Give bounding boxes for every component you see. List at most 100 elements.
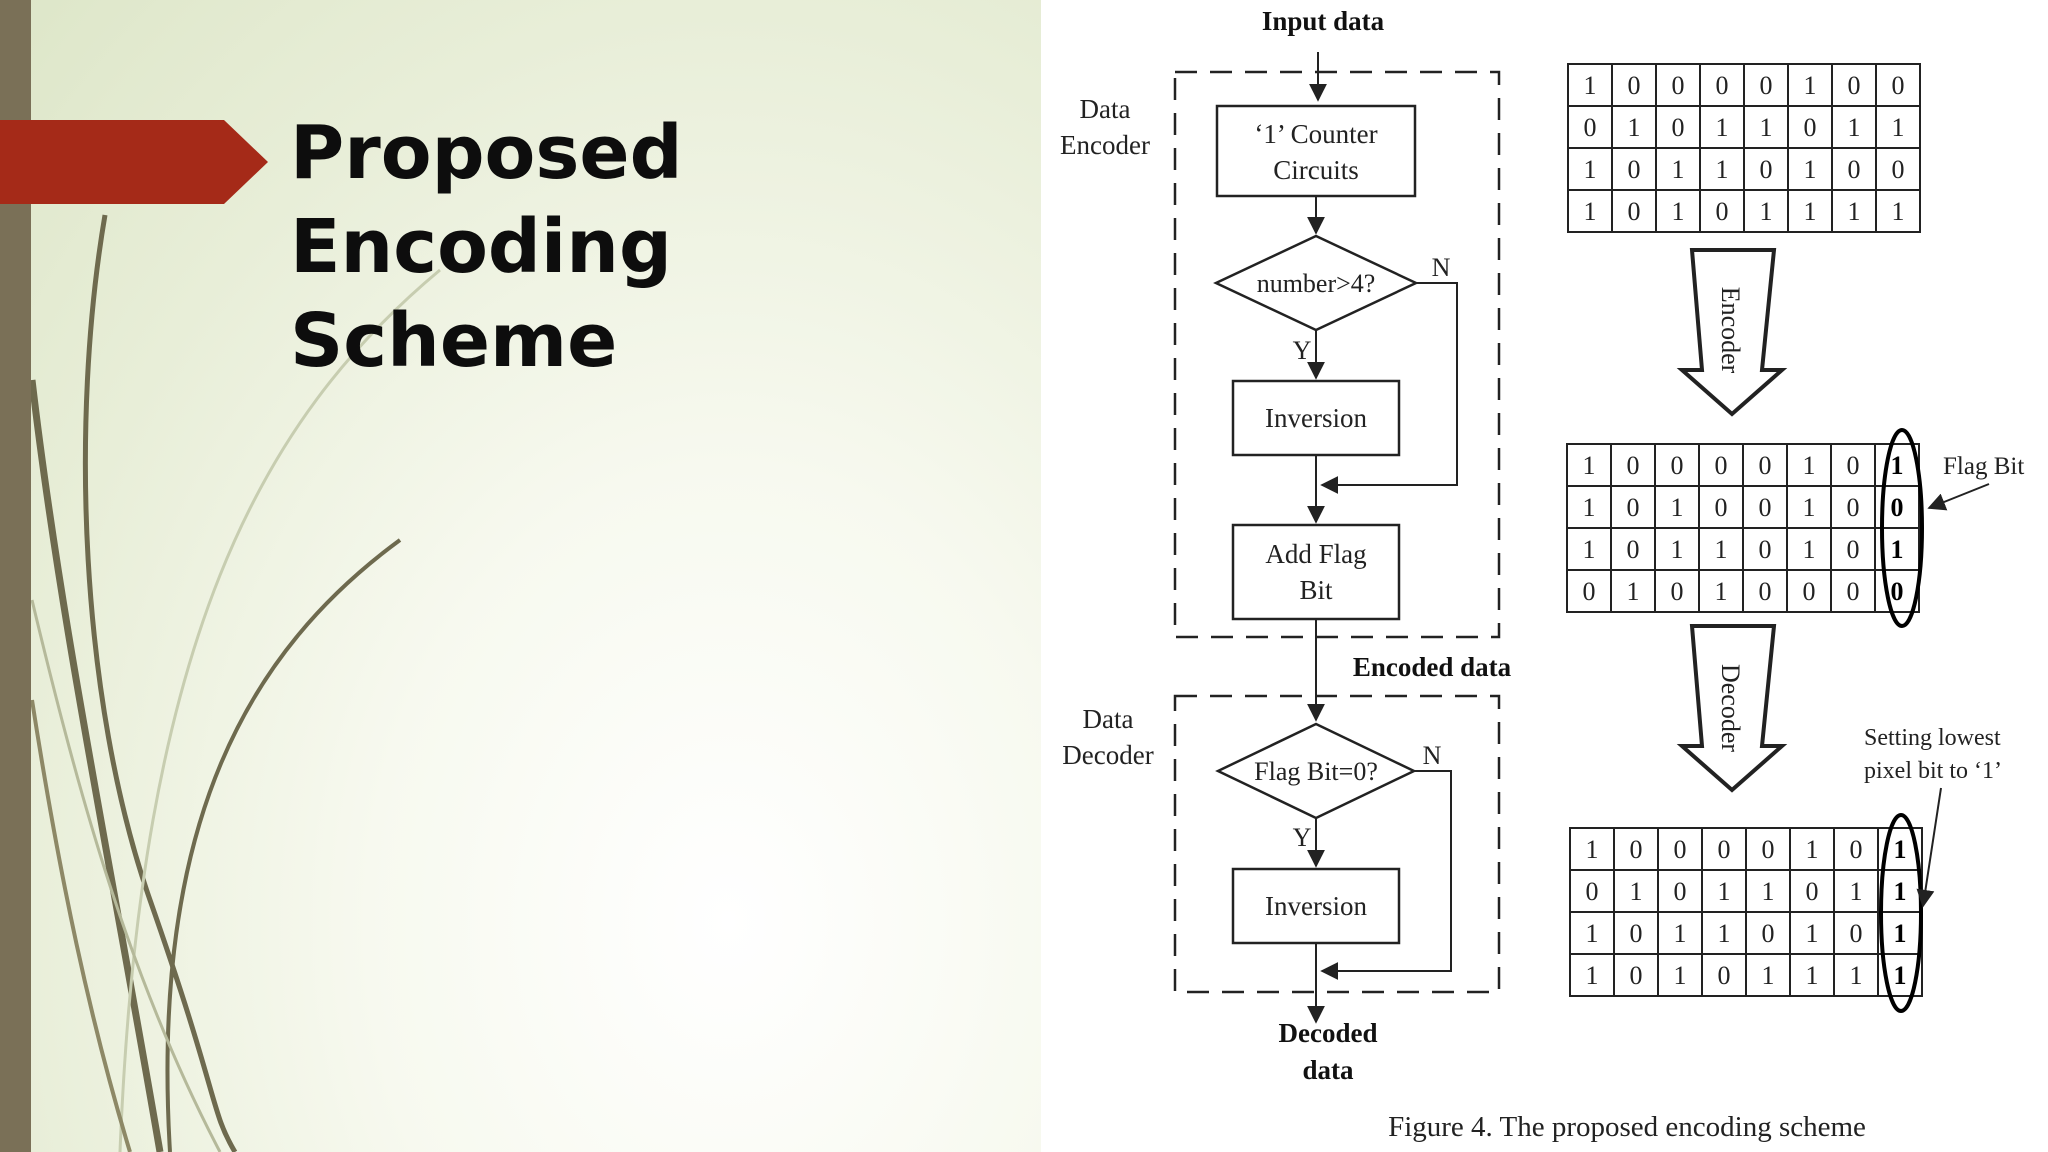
setting-lowest-label-1: Setting lowest bbox=[1864, 725, 2001, 751]
bit-value: 1 bbox=[1671, 535, 1684, 564]
bit-value: 1 bbox=[1762, 877, 1775, 906]
bit-cell bbox=[1875, 63, 1921, 107]
encoding-scheme-figure: Input data Data Encoder ‘1’ Counter Circ… bbox=[1060, 6, 2024, 1143]
bit-cell bbox=[1786, 569, 1832, 613]
bit-cell bbox=[1611, 147, 1657, 191]
bit-value: 0 bbox=[1762, 919, 1775, 948]
bit-cell bbox=[1875, 189, 1921, 233]
bit-cell bbox=[1742, 443, 1788, 487]
bit-value: 1 bbox=[1583, 535, 1596, 564]
bit-value: 1 bbox=[1892, 113, 1905, 142]
flag-bit-value: 1 bbox=[1894, 919, 1907, 948]
bit-value: 0 bbox=[1715, 451, 1728, 480]
bit-cell bbox=[1698, 527, 1744, 571]
flag-bit-value: 0 bbox=[1891, 577, 1904, 606]
bit-value: 0 bbox=[1630, 961, 1643, 990]
bit-value: 0 bbox=[1847, 493, 1860, 522]
bit-cell bbox=[1787, 147, 1833, 191]
encoded-data-label: Encoded data bbox=[1353, 652, 1512, 682]
bit-cell bbox=[1566, 569, 1612, 613]
bit-cell bbox=[1745, 827, 1791, 871]
bit-value: 1 bbox=[1848, 113, 1861, 142]
bit-value: 0 bbox=[1759, 535, 1772, 564]
bit-value: 1 bbox=[1804, 197, 1817, 226]
bit-value: 0 bbox=[1627, 535, 1640, 564]
bit-cell bbox=[1745, 953, 1791, 997]
flag-bit-value: 1 bbox=[1891, 451, 1904, 480]
encoder-label-line-1: Data bbox=[1080, 94, 1131, 124]
bit-cell bbox=[1833, 827, 1879, 871]
bit-value: 0 bbox=[1848, 155, 1861, 184]
bit-value: 1 bbox=[1628, 113, 1641, 142]
inversion-2-text: Inversion bbox=[1265, 891, 1367, 921]
bit-cell bbox=[1657, 953, 1703, 997]
bit-value: 1 bbox=[1848, 197, 1861, 226]
bit-value: 0 bbox=[1628, 71, 1641, 100]
bit-cell bbox=[1743, 189, 1789, 233]
bit-value: 1 bbox=[1584, 71, 1597, 100]
encoder-arrow-icon bbox=[1676, 248, 1788, 417]
bit-cell bbox=[1698, 485, 1744, 529]
figure-panel: Input data Data Encoder ‘1’ Counter Circ… bbox=[1041, 0, 2048, 1152]
bit-value: 0 bbox=[1672, 113, 1685, 142]
bit-value: 0 bbox=[1627, 493, 1640, 522]
decision-1-text: number>4? bbox=[1257, 269, 1376, 298]
add-flag-line-1: Add Flag bbox=[1265, 539, 1366, 569]
flag-bit-value: 0 bbox=[1891, 493, 1904, 522]
decision-2-yes: Y bbox=[1293, 823, 1312, 852]
setting-lowest-label-2: pixel bit to ‘1’ bbox=[1864, 758, 2002, 784]
figure-caption: Figure 4. The proposed encoding scheme bbox=[1388, 1111, 1866, 1143]
add-flag-bit-box bbox=[1231, 523, 1401, 621]
bit-value: 1 bbox=[1584, 155, 1597, 184]
bit-value: 0 bbox=[1804, 113, 1817, 142]
bit-value: 1 bbox=[1716, 155, 1729, 184]
bit-cell bbox=[1831, 105, 1877, 149]
encoder-label-line-2: Encoder bbox=[1060, 130, 1150, 160]
flag-bit-value: 1 bbox=[1894, 835, 1907, 864]
bit-cell bbox=[1787, 189, 1833, 233]
bit-cell bbox=[1743, 63, 1789, 107]
bit-value: 1 bbox=[1674, 919, 1687, 948]
bit-value: 1 bbox=[1586, 961, 1599, 990]
bit-cell bbox=[1875, 147, 1921, 191]
input-data-label: Input data bbox=[1262, 6, 1385, 36]
decoder-arrow-icon bbox=[1676, 624, 1788, 793]
decoder-label-line-1: Data bbox=[1083, 704, 1134, 734]
bit-value: 1 bbox=[1583, 451, 1596, 480]
title-panel: Proposed Encoding Scheme bbox=[0, 0, 1041, 1152]
counter-box-line-2: Circuits bbox=[1273, 155, 1359, 185]
bit-value: 0 bbox=[1715, 493, 1728, 522]
flag-bit-value: 1 bbox=[1891, 535, 1904, 564]
bit-value: 0 bbox=[1847, 577, 1860, 606]
decorative-swooshes bbox=[28, 214, 441, 1152]
bit-cell bbox=[1655, 189, 1701, 233]
bit-cell bbox=[1567, 147, 1613, 191]
bit-value: 0 bbox=[1847, 451, 1860, 480]
title-arrow-icon bbox=[0, 120, 268, 204]
flag-bit-column-ellipse-2 bbox=[1879, 813, 1923, 1013]
bit-value: 1 bbox=[1850, 877, 1863, 906]
bit-value: 0 bbox=[1760, 71, 1773, 100]
bit-cell bbox=[1877, 911, 1923, 955]
bit-value: 0 bbox=[1583, 577, 1596, 606]
bit-cell bbox=[1610, 569, 1656, 613]
bit-value: 0 bbox=[1671, 451, 1684, 480]
bit-cell bbox=[1786, 527, 1832, 571]
bit-value: 0 bbox=[1850, 835, 1863, 864]
bit-value: 0 bbox=[1630, 919, 1643, 948]
bit-value: 1 bbox=[1627, 577, 1640, 606]
bit-value: 1 bbox=[1803, 535, 1816, 564]
bit-value: 0 bbox=[1759, 493, 1772, 522]
encoder-dashed-frame bbox=[1173, 70, 1501, 639]
bit-cell bbox=[1613, 911, 1659, 955]
bit-cell bbox=[1874, 569, 1920, 613]
bit-cell bbox=[1830, 485, 1876, 529]
bit-cell bbox=[1789, 953, 1835, 997]
bit-cell bbox=[1830, 527, 1876, 571]
flag-bit-label: Flag Bit bbox=[1943, 453, 2024, 480]
bit-value: 0 bbox=[1674, 877, 1687, 906]
